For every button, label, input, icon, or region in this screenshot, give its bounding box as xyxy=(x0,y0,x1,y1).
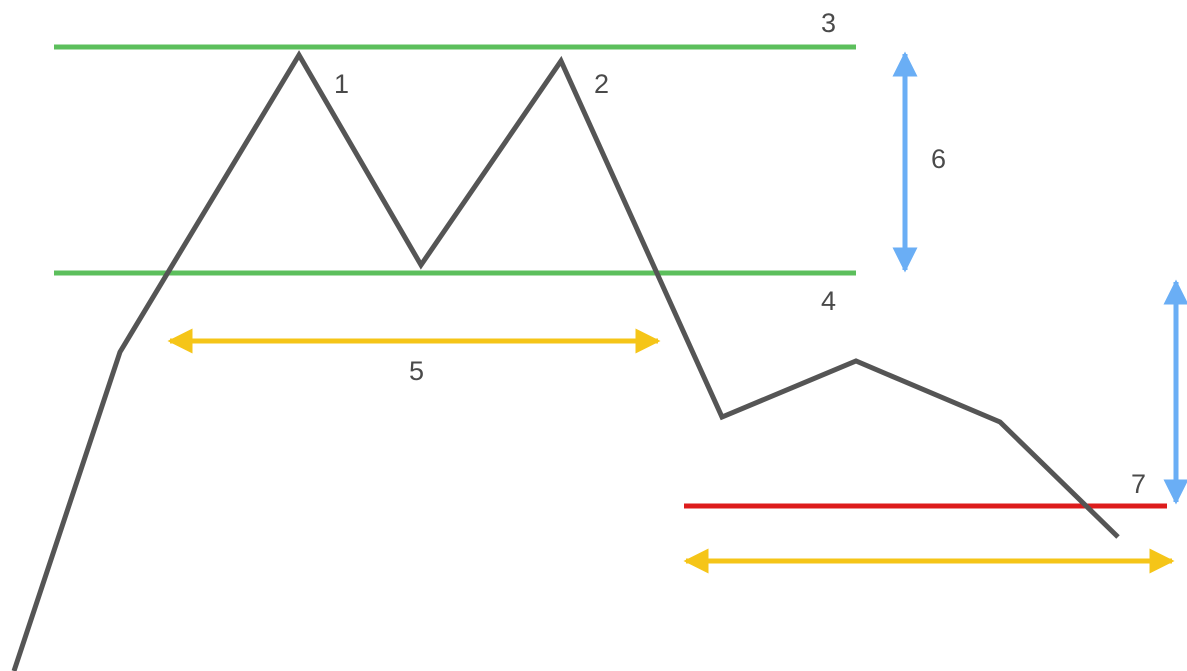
label-pattern-width: 5 xyxy=(409,356,424,386)
label-peak-1: 1 xyxy=(334,69,349,99)
label-peak-2: 2 xyxy=(594,69,609,99)
label-target-line: 7 xyxy=(1131,469,1146,499)
label-pattern-height: 6 xyxy=(931,144,946,174)
price-line xyxy=(11,50,1120,671)
label-neckline: 4 xyxy=(821,286,836,316)
label-resistance-line: 3 xyxy=(821,8,836,38)
